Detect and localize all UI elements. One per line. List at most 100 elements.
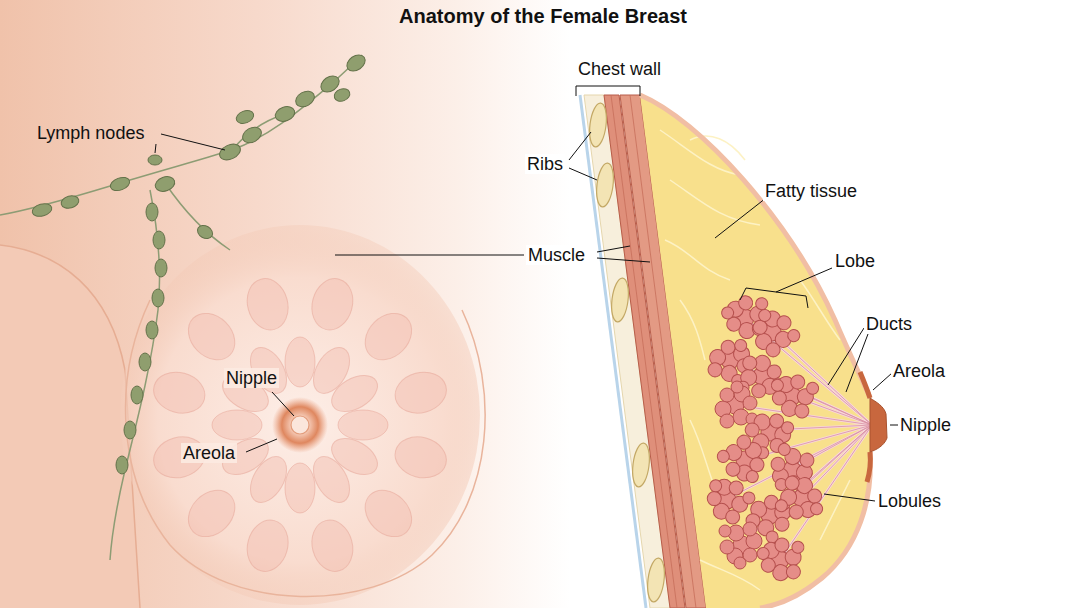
lobule-pattern xyxy=(149,367,210,419)
lymph-node xyxy=(131,386,143,404)
fatty-tissue xyxy=(665,240,730,280)
lymph-node xyxy=(152,289,164,307)
leader-line xyxy=(155,86,898,501)
label-anchor: Nipple xyxy=(898,414,953,436)
fatty-tissue xyxy=(820,480,850,540)
lobule-pattern xyxy=(306,274,358,335)
breast-front xyxy=(120,225,480,605)
fatty-tissue xyxy=(690,420,712,480)
fatty-tissue xyxy=(640,95,870,608)
fatty-tissue xyxy=(640,95,870,608)
lymph-node xyxy=(31,202,53,219)
rib xyxy=(594,162,615,208)
part-label: Ribs xyxy=(525,154,565,174)
rib xyxy=(645,557,666,603)
label-anchor: Chest wall xyxy=(576,58,663,80)
diagram-title: Anatomy of the Female Breast xyxy=(399,5,687,27)
label-anchor: Areola xyxy=(181,442,237,464)
skin-outline xyxy=(860,372,870,482)
lymph-node xyxy=(344,52,368,75)
part-label: Nipple xyxy=(224,368,279,388)
lymph-node xyxy=(195,223,215,241)
leader-line xyxy=(740,288,808,308)
leader-line xyxy=(161,134,225,150)
lobule-pattern xyxy=(179,304,244,369)
leader-line xyxy=(597,246,630,252)
lymph-node xyxy=(116,456,128,474)
lobule-pattern xyxy=(356,304,421,369)
lobule-cluster xyxy=(771,469,833,530)
lymph-node xyxy=(153,231,165,249)
rib xyxy=(609,277,630,323)
lobule-pattern xyxy=(390,431,451,483)
lobule-pattern xyxy=(285,337,315,387)
lymph-node xyxy=(240,124,264,146)
lymph-node xyxy=(153,174,177,194)
leader-line xyxy=(569,132,591,160)
lobule-cluster xyxy=(743,300,804,362)
fatty-tissue xyxy=(690,136,745,160)
part-label: Ducts xyxy=(864,314,914,334)
label-anchor: Ribs xyxy=(525,153,565,175)
skin-outline xyxy=(640,95,887,608)
nipple-front xyxy=(291,416,309,434)
torso-skin xyxy=(0,245,140,608)
leader-line xyxy=(246,439,277,452)
lymph-node xyxy=(148,155,162,165)
part-label: Fatty tissue xyxy=(763,181,859,201)
lymph-node xyxy=(332,87,351,104)
rib xyxy=(587,102,608,148)
leader-line xyxy=(576,86,640,96)
lymph-node xyxy=(139,353,151,371)
torso-skin xyxy=(0,245,140,608)
part-label: Areola xyxy=(181,443,237,463)
leader-line xyxy=(776,268,832,292)
label-anchor: Fatty tissue xyxy=(763,180,859,202)
label-anchor: Lobules xyxy=(876,490,943,512)
lobule-pattern xyxy=(149,274,451,576)
lymph-node xyxy=(234,108,255,125)
leader-line xyxy=(155,144,156,153)
lobule-cluster xyxy=(761,364,823,425)
breast-front xyxy=(126,300,486,597)
lobule-pattern xyxy=(212,410,262,440)
leader-line xyxy=(873,373,892,390)
label-anchor: Lymph nodes xyxy=(35,122,146,144)
rib xyxy=(630,442,651,488)
lymph-vessels xyxy=(165,183,230,250)
leader-line xyxy=(335,255,524,256)
part-label: Lobules xyxy=(876,491,943,511)
skin-outline xyxy=(870,398,887,452)
leader-line xyxy=(824,494,875,501)
label-anchor: Lobe xyxy=(833,250,877,272)
lymph-node xyxy=(273,104,297,124)
part-label: Nipple xyxy=(898,415,953,435)
lobule-pattern xyxy=(285,463,315,513)
nipple-front xyxy=(272,397,328,453)
lobule-pattern xyxy=(306,515,358,576)
leader-line xyxy=(890,425,898,426)
leader-line xyxy=(715,198,766,238)
lymph-node xyxy=(293,88,317,110)
lobule-cluster xyxy=(696,291,833,585)
lobule-pattern xyxy=(242,274,294,335)
label-anchor: Areola xyxy=(891,360,947,382)
torso-skin xyxy=(0,0,570,608)
label-anchor: Muscle xyxy=(526,244,587,266)
leader-line xyxy=(828,328,864,385)
lobule-cluster xyxy=(719,522,762,569)
title-block: Anatomy of the Female Breast xyxy=(0,5,1080,28)
lymph-vessels xyxy=(110,190,160,560)
lobule-pattern xyxy=(338,410,388,440)
lymph-node xyxy=(146,321,158,339)
breast-front xyxy=(120,225,485,605)
label-anchor: Nipple xyxy=(224,367,279,389)
lymph-node xyxy=(124,421,136,439)
lymph-node xyxy=(217,141,243,163)
part-label: Lymph nodes xyxy=(35,123,146,143)
lymph-vessels xyxy=(0,55,362,560)
lymph-node xyxy=(31,52,368,474)
lobule-pattern xyxy=(390,367,451,419)
